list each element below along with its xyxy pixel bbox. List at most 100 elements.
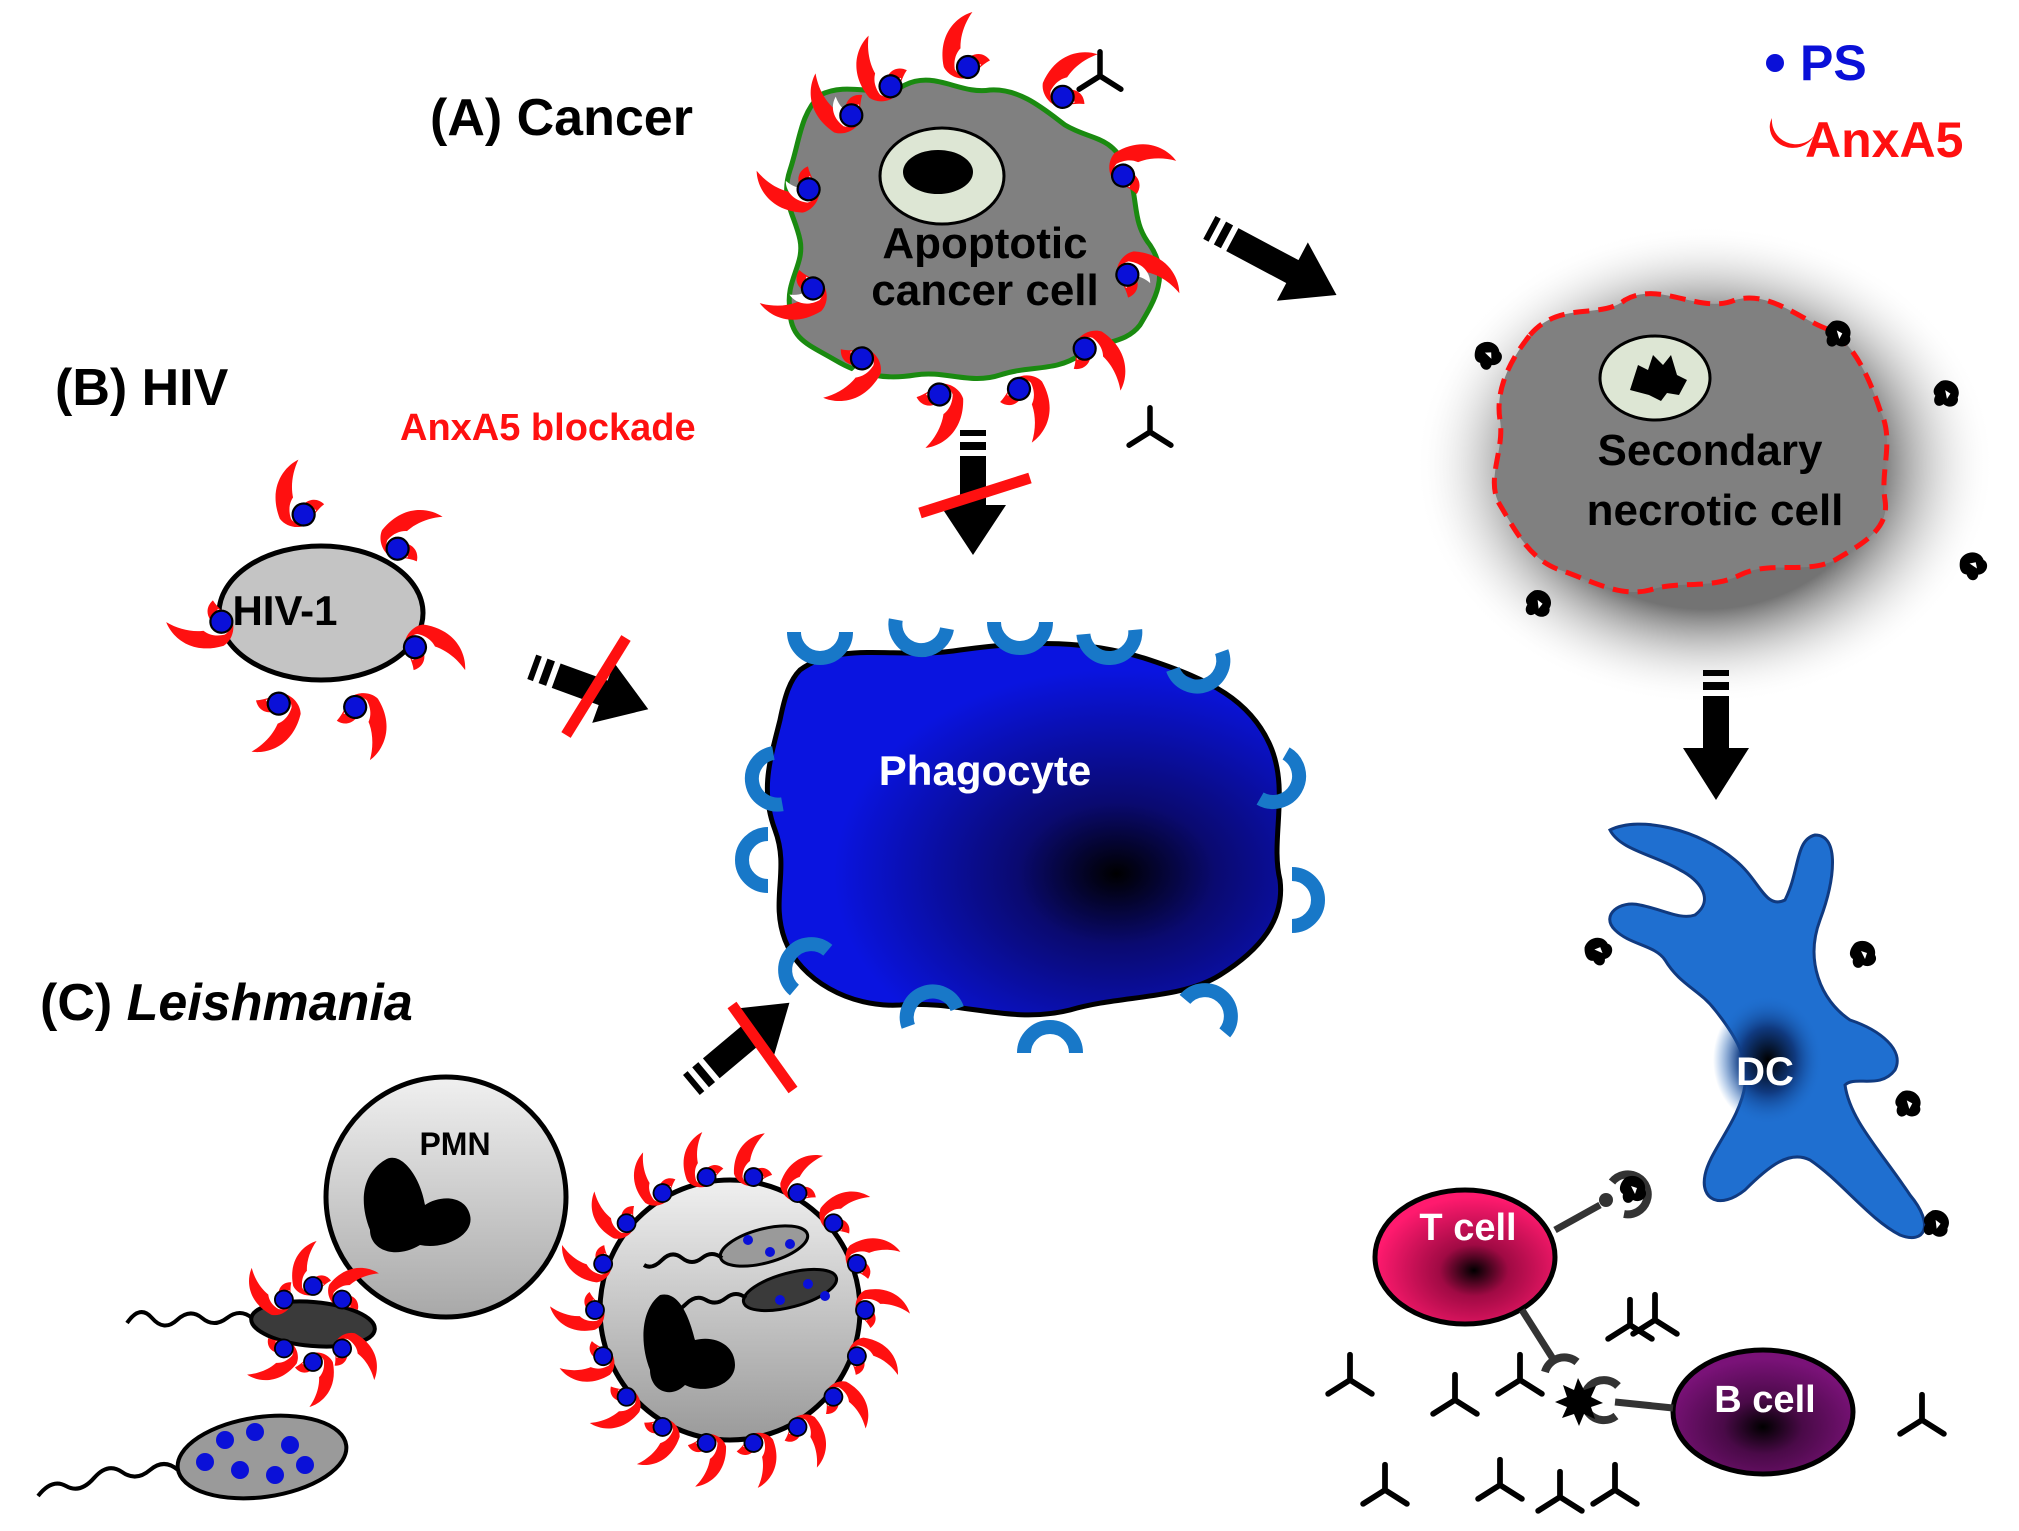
antibody-icon xyxy=(1475,1456,1525,1502)
ps-icon xyxy=(796,177,821,202)
tcell-label: T cell xyxy=(1419,1207,1516,1249)
antibody-icon xyxy=(1076,49,1124,92)
ps-anxa5-complex xyxy=(759,270,827,320)
ps-anxa5-complex xyxy=(856,35,907,102)
secondary-necrotic-cell xyxy=(1415,225,1995,705)
flagellum-2 xyxy=(36,1462,180,1498)
ps-receptor xyxy=(744,746,784,812)
mhc-cup xyxy=(1608,1170,1652,1219)
ps-icon xyxy=(343,694,368,720)
antigen-fragment-icon xyxy=(1849,940,1877,968)
ps-icon xyxy=(955,54,981,80)
condensed-chromatin xyxy=(903,150,973,194)
ps-icon xyxy=(266,691,291,716)
ps-icon xyxy=(1110,163,1136,188)
ps-anxa5-complex xyxy=(916,382,964,448)
phagocyte-label: Phagocyte xyxy=(879,747,1091,794)
blockade-marks xyxy=(561,472,1032,1094)
ps-icon xyxy=(332,1338,353,1359)
antigen-fragment-icon xyxy=(1525,590,1551,617)
ps-anxa5-complex xyxy=(589,1386,641,1429)
antibody-icon xyxy=(1360,1461,1410,1507)
ps-anxa5-complex xyxy=(780,1155,824,1203)
ps-icon xyxy=(616,1386,637,1407)
ps-icon xyxy=(803,1279,813,1289)
apoptotic-label-line2: cancer cell xyxy=(871,266,1099,315)
bcell-stalk xyxy=(1614,1398,1674,1412)
internal-flagellum-1 xyxy=(642,1252,724,1269)
ps-icon xyxy=(303,1352,323,1372)
ps-anxa5-complex xyxy=(402,624,466,671)
ps-receptor xyxy=(1291,867,1325,933)
tcell-cup xyxy=(1541,1353,1580,1374)
apoptotic-pmn-with-parasites xyxy=(597,1177,863,1443)
ps-icon xyxy=(696,1433,717,1453)
ps-anxa5-complex xyxy=(562,1245,614,1283)
fragmented-chromatin xyxy=(1630,355,1687,401)
ps-receptor xyxy=(787,631,853,665)
antigen-fragment-icon xyxy=(1923,1210,1949,1237)
ps-icon xyxy=(291,502,316,527)
ps-anxa5-complex xyxy=(166,600,234,649)
ps-icon xyxy=(1006,376,1032,402)
hiv1-label: HIV-1 xyxy=(232,587,337,634)
ps-icon xyxy=(216,1431,234,1449)
ps-anxa5-complex xyxy=(336,693,387,761)
antibody-icon xyxy=(1495,1351,1545,1397)
dendritic-cell xyxy=(1607,822,1926,1240)
ps-icon xyxy=(593,1346,614,1367)
ps-anxa5-complex xyxy=(855,1289,911,1329)
internal-parasite-2 xyxy=(741,1267,839,1313)
antigen-fragment-icon xyxy=(1619,1175,1647,1203)
ps-icon xyxy=(765,1247,775,1257)
ps-anxa5-complex xyxy=(1115,251,1180,298)
ps-receptor xyxy=(987,621,1053,655)
ps-icon xyxy=(593,1253,614,1274)
ps-icon xyxy=(616,1213,637,1234)
ps-icon xyxy=(787,1183,808,1203)
apoptotic-pmn-nucleus xyxy=(643,1294,735,1393)
ps-anxa5-complex xyxy=(380,510,443,562)
ps-anxa5-complex xyxy=(328,1267,379,1310)
antibody-icon xyxy=(1126,405,1174,448)
ps-icon xyxy=(878,74,903,99)
ps-icon xyxy=(849,346,875,371)
ps-icon xyxy=(820,1291,830,1301)
ps-anxa5-complex xyxy=(756,166,821,213)
ps-icon xyxy=(823,1386,844,1407)
pmn-nucleus xyxy=(363,1157,471,1253)
ps-icon xyxy=(839,103,864,128)
ps-icon xyxy=(246,1423,264,1441)
bcell-label: B cell xyxy=(1714,1379,1815,1421)
t-cell-body xyxy=(1372,1187,1558,1327)
tcr-knob xyxy=(1599,1193,1613,1207)
legend-ps-label: PS xyxy=(1800,35,1867,91)
arrows xyxy=(527,215,1749,1095)
ps-anxa5-complex xyxy=(247,1338,298,1381)
b-cell-body xyxy=(1670,1347,1856,1477)
ps-receptor xyxy=(1076,629,1143,665)
ps-anxa5-complex xyxy=(823,346,881,402)
antibody-icon xyxy=(1605,1296,1655,1342)
ps-icon xyxy=(303,1276,323,1296)
ps-receptor xyxy=(778,937,833,996)
ps-icon xyxy=(743,1235,753,1245)
ps-receptor xyxy=(1179,983,1238,1038)
arrow-to-phagocyte xyxy=(940,430,1006,555)
anxa5-blockade-label: AnxA5 blockade xyxy=(400,407,696,449)
antigen-fragment-icon xyxy=(1895,1090,1921,1117)
phagocyte-cell xyxy=(764,640,1284,1018)
ps-anxa5-complex xyxy=(591,1191,637,1239)
ps-receptor xyxy=(1256,747,1307,809)
ps-icon xyxy=(823,1213,844,1234)
ps-anxa5-complex xyxy=(810,73,864,134)
ps-icon xyxy=(231,1461,249,1479)
ps-anxa5-complex xyxy=(275,459,325,527)
panel-label-hiv: (B) HIV xyxy=(55,359,229,417)
antigen-star xyxy=(1555,1378,1603,1426)
ps-icon xyxy=(1115,262,1140,287)
tcell-dc-stalk xyxy=(1553,1201,1602,1234)
pmn-label: PMN xyxy=(419,1126,490,1162)
antibody-icon xyxy=(1590,1461,1640,1507)
